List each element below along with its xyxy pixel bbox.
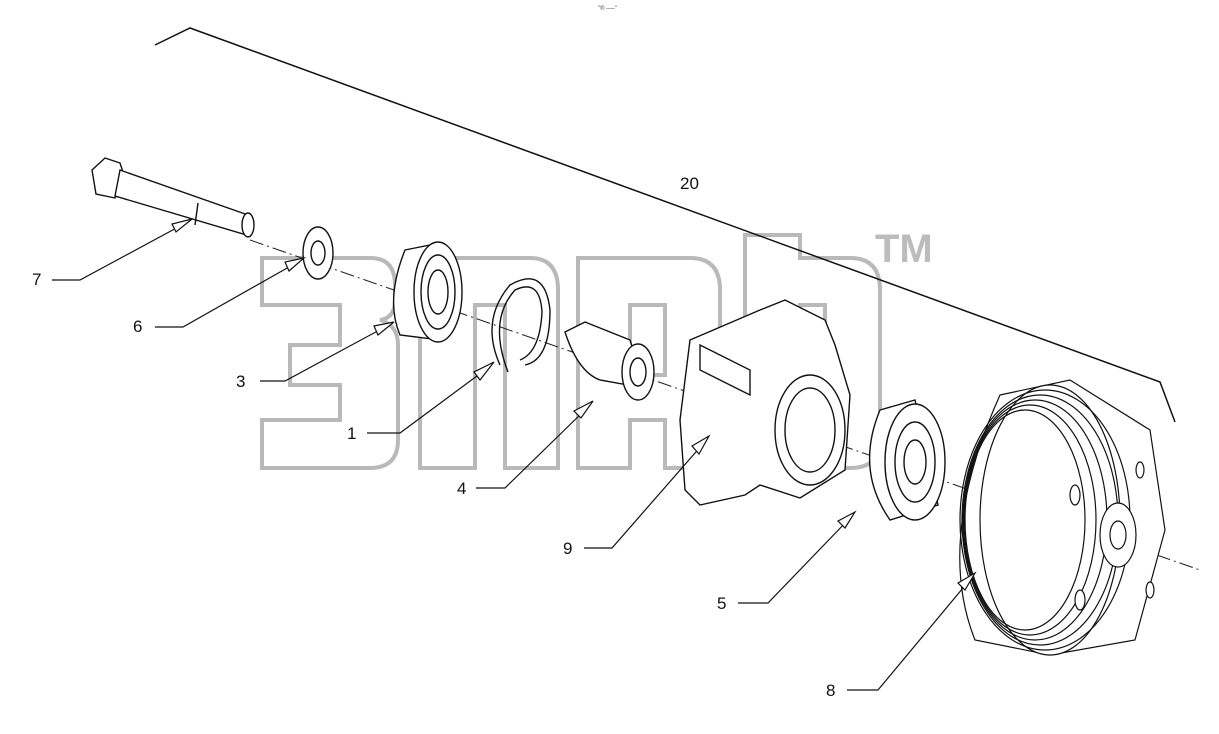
callout-3: 3 [236,372,246,391]
leader-line-6 [155,262,297,328]
large-bearing-part [868,399,946,521]
leader-arrowheads [171,218,977,591]
assembly-bracket-line [154,27,1176,423]
callout-4: 4 [457,479,467,498]
callout-1: 1 [347,424,357,443]
arrowhead-7 [171,218,193,233]
arrowhead-5 [837,510,857,529]
arrowhead-9 [691,434,711,456]
arrowhead-4 [572,400,594,419]
callout-5: 5 [717,594,727,613]
callout-9: 9 [563,539,573,558]
header-mark: "® ──" [598,6,617,12]
watermark-tm: TM [875,227,933,271]
leader-line-5 [738,519,849,604]
arrowhead-8 [957,571,977,591]
arrowhead-3 [373,321,395,336]
callout-6: 6 [133,317,143,336]
leader-line-8 [847,581,969,691]
bolt-part [91,157,255,238]
arrowhead-6 [284,256,307,272]
small-bearing-part [392,241,463,343]
leader-line-3 [260,326,386,382]
housing-bracket-part [679,299,851,506]
snap-ring-part [491,278,551,373]
washer-part [302,226,334,280]
leader-line-7 [52,224,183,281]
leader-line-4 [476,409,586,489]
callout-8: 8 [826,681,836,700]
leader-line-1 [367,369,486,434]
pulley-part [959,379,1166,656]
callout-7: 7 [32,270,42,289]
assembly-label-20: 20 [680,174,699,193]
leader-lines [52,224,969,691]
arrowhead-1 [473,361,495,381]
spacer-bushing-part [564,321,655,401]
leader-line-9 [584,444,703,549]
